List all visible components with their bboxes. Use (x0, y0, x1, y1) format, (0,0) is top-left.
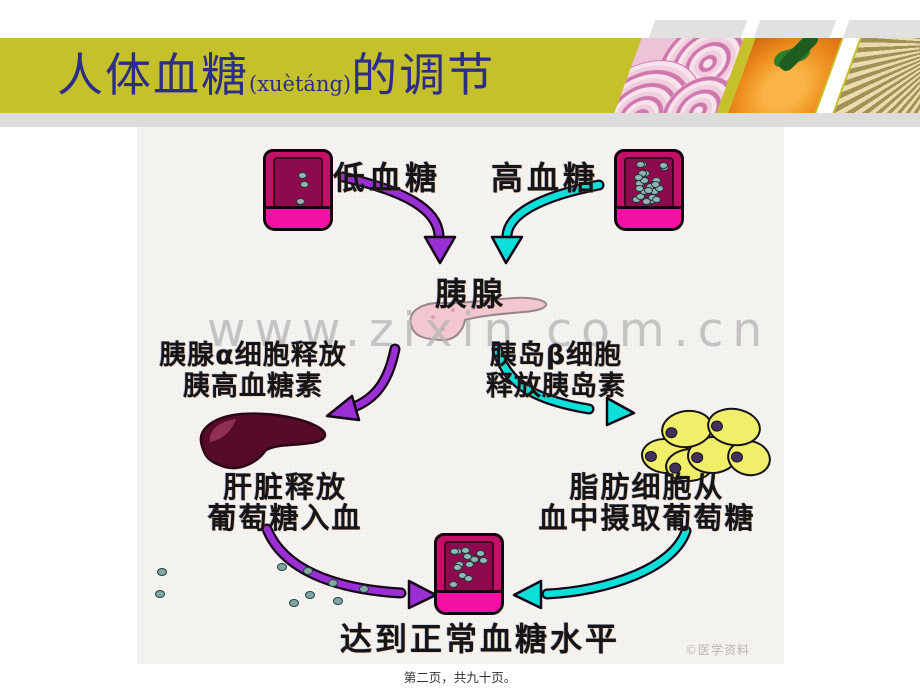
page-number: 第二页，共九十页。 (403, 670, 517, 685)
onion-photo (614, 38, 744, 113)
alpha-line1: 胰腺α细胞释放 (159, 340, 347, 371)
alpha-cells-label: 胰腺α细胞释放 胰高血糖素 (145, 340, 361, 402)
title-pinyin: (xuètáng) (249, 72, 352, 96)
arrow-liver-to-blood (261, 523, 438, 610)
normal-glucose-vessel (434, 533, 504, 615)
liver-line2: 葡萄糖入血 (207, 501, 363, 535)
title-suffix: 的调节 (351, 48, 496, 102)
credit-watermark: ©医学资料 (685, 643, 751, 657)
watermark: www.zixin.com.cn (207, 303, 772, 358)
pancreas-illustration (409, 296, 547, 342)
header-photo-strip (590, 38, 920, 113)
beta-line1: 胰岛β细胞 (489, 340, 623, 371)
page-title: 人体血糖(xuètáng)的调节 (57, 38, 495, 113)
liver-action-label: 肝脏释放 葡萄糖入血 (163, 472, 407, 534)
high-glucose-vessel (614, 149, 684, 231)
header-decor-trapezoid (753, 20, 837, 38)
header-divider (0, 113, 920, 127)
high-glucose-label: 高血糖 (491, 159, 600, 197)
low-glucose-vessel (263, 149, 333, 231)
pancreas-label: 胰腺 (434, 275, 507, 313)
fat-action-label: 脂肪细胞从 血中摄取葡萄糖 (527, 472, 767, 534)
arrow-fat-to-blood (512, 525, 692, 610)
result-label: 达到正常血糖水平 (339, 620, 620, 658)
fat-cells-illustration (635, 404, 775, 485)
alpha-line2: 胰高血糖素 (183, 371, 323, 402)
beta-cells-label: 胰岛β细胞 释放胰岛素 (475, 340, 637, 402)
header-decor-trapezoid (648, 20, 748, 38)
liver-line1: 肝脏释放 (222, 470, 347, 504)
title-main: 人体血糖 (57, 48, 249, 102)
liver-illustration (199, 412, 327, 470)
fat-line2: 血中摄取葡萄糖 (538, 501, 756, 535)
header-decor-trapezoid (842, 20, 920, 38)
low-glucose-label: 低血糖 (333, 159, 442, 197)
glucose-regulation-diagram: www.zixin.com.cn (137, 127, 784, 664)
fat-line1: 脂肪细胞从 (569, 470, 725, 504)
beta-line2: 释放胰岛素 (486, 371, 626, 402)
